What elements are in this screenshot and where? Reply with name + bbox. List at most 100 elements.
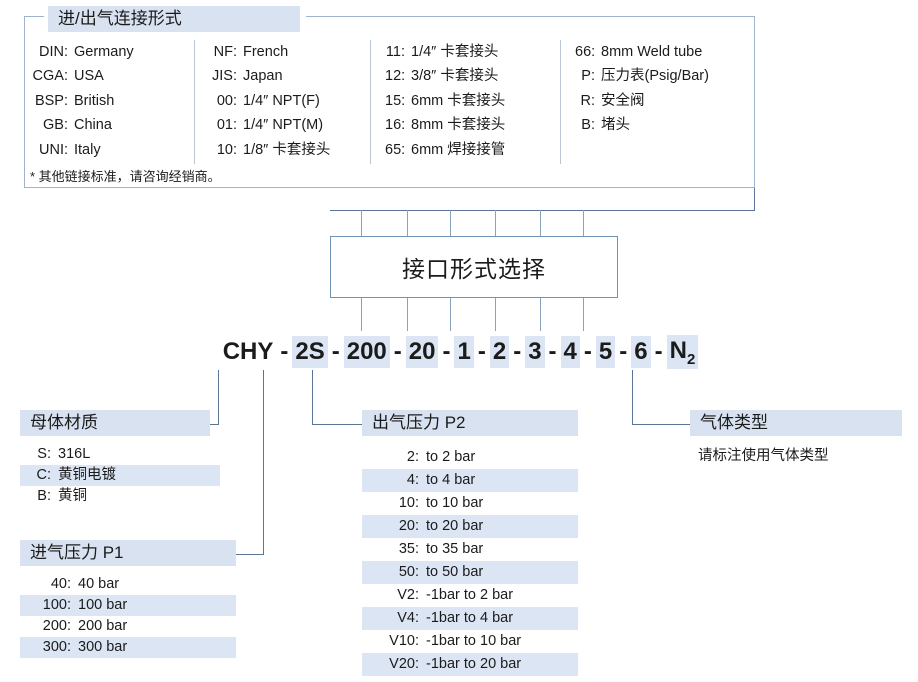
connection-item: 01: 1/4″ NPT(M) bbox=[209, 113, 370, 137]
connection-type-columns: DIN: Germany CGA: USA BSP: British GB: C… bbox=[30, 40, 746, 164]
option-key: 20: bbox=[398, 518, 419, 534]
connection-item-key: 11: bbox=[385, 44, 405, 60]
code-segment-series: CHY bbox=[222, 338, 274, 365]
connection-item: 66: 8mm Weld tube bbox=[575, 40, 746, 64]
option-key: 100: bbox=[42, 597, 71, 613]
connection-item: R: 安全阀 bbox=[575, 89, 746, 113]
option-row: 40: 40 bar bbox=[20, 574, 236, 595]
connection-footnote: * 其他链接标准，请咨询经销商。 bbox=[30, 169, 221, 184]
connection-column-ferrule: 11: 1/4″ 卡套接头 12: 3/8″ 卡套接头 15: 6mm 卡套接头… bbox=[370, 40, 560, 164]
connection-item-key: R: bbox=[580, 92, 596, 109]
connection-item-key: 10: bbox=[216, 141, 237, 158]
option-value: to 50 bar bbox=[426, 564, 484, 580]
connection-item-key: NF: bbox=[213, 44, 237, 60]
connector-sel-drop-6 bbox=[583, 298, 584, 331]
connection-item-key: BSP: bbox=[34, 92, 68, 109]
option-value: -1bar to 20 bar bbox=[426, 656, 522, 672]
option-value: -1bar to 2 bar bbox=[426, 587, 514, 603]
connection-item-value: 1/4″ NPT(M) bbox=[243, 117, 324, 134]
code-dash: - bbox=[583, 338, 592, 365]
connector-bus-horizontal-top bbox=[330, 210, 755, 211]
interface-type-selector-label: 接口形式选择 bbox=[402, 256, 546, 282]
connector-outlet-vertical bbox=[312, 370, 313, 424]
option-row: 35: to 35 bar bbox=[362, 538, 578, 561]
connection-item-key: 00: bbox=[216, 92, 237, 109]
connector-outlet-horizontal bbox=[312, 424, 364, 425]
gas-type-title: 气体类型 bbox=[690, 410, 902, 436]
connection-item-key: B: bbox=[581, 117, 595, 134]
connection-item: P: 压力表(Psig/Bar) bbox=[575, 64, 746, 88]
option-value: to 2 bar bbox=[426, 449, 476, 465]
option-value: 40 bar bbox=[78, 576, 120, 592]
option-value: -1bar to 4 bar bbox=[426, 610, 514, 626]
code-segment-port-2: 2 bbox=[489, 336, 510, 368]
connection-item: DIN: Germany bbox=[30, 40, 194, 64]
connection-item-value: 6mm 焊接接管 bbox=[411, 141, 506, 158]
code-segment-port-1: 1 bbox=[454, 336, 474, 368]
code-dash: - bbox=[280, 338, 289, 365]
connection-item-value: British bbox=[74, 92, 115, 109]
connector-sel-drop-1 bbox=[361, 298, 362, 331]
code-segment-gas-base: N bbox=[669, 336, 687, 364]
connector-bus-drop-3 bbox=[450, 210, 451, 236]
option-row: 100: 100 bar bbox=[20, 595, 236, 616]
code-dash: - bbox=[393, 338, 402, 365]
option-key: V10: bbox=[389, 633, 419, 649]
connector-inlet-horizontal bbox=[234, 554, 264, 555]
connector-sel-drop-2 bbox=[407, 298, 408, 331]
inlet-pressure-options: 40: 40 bar 100: 100 bar 200: 200 bar 300… bbox=[20, 574, 236, 658]
model-code-line: CHY - 2S - 200 - 20 - 1 - 2 - 3 - 4 - 5 … bbox=[0, 334, 918, 370]
connection-item-value: 8mm 卡套接头 bbox=[411, 117, 506, 134]
option-value: to 10 bar bbox=[426, 495, 484, 511]
connector-inlet-vertical bbox=[263, 370, 264, 554]
code-dash: - bbox=[477, 338, 486, 365]
outlet-pressure-title: 出气压力 P2 bbox=[362, 410, 578, 436]
code-segment-port-5: 5 bbox=[595, 336, 616, 368]
connection-column-accessories: 66: 8mm Weld tube P: 压力表(Psig/Bar) R: 安全… bbox=[560, 40, 746, 164]
connection-item-value: French bbox=[243, 44, 289, 60]
code-dash: - bbox=[619, 338, 628, 365]
connection-item-value: 1/8″ 卡套接头 bbox=[243, 141, 331, 158]
code-dash: - bbox=[548, 338, 557, 365]
option-key: 200: bbox=[42, 618, 71, 634]
option-row: S: 316L bbox=[20, 444, 220, 465]
connection-item-value: 6mm 卡套接头 bbox=[411, 92, 506, 109]
option-row: V10: -1bar to 10 bar bbox=[362, 630, 578, 653]
option-row: V2: -1bar to 2 bar bbox=[362, 584, 578, 607]
option-value: 300 bar bbox=[78, 639, 128, 655]
connection-item-value: Japan bbox=[243, 68, 283, 85]
connection-item-key: 12: bbox=[385, 68, 406, 85]
connection-item-value: 安全阀 bbox=[601, 92, 645, 109]
connection-item: UNI: Italy bbox=[30, 138, 194, 162]
option-value: 100 bar bbox=[78, 597, 128, 613]
connection-item-value: 压力表(Psig/Bar) bbox=[601, 68, 709, 85]
connection-item-key: CGA: bbox=[32, 68, 68, 85]
option-key: 10: bbox=[398, 495, 419, 511]
connection-column-threads: NF: French JIS: Japan 00: 1/4″ NPT(F) 01… bbox=[194, 40, 370, 164]
connector-bus-drop-6 bbox=[583, 210, 584, 236]
connector-sel-drop-4 bbox=[495, 298, 496, 331]
option-key: 50: bbox=[398, 564, 419, 580]
connection-item: NF: French bbox=[209, 40, 370, 64]
option-key: 4: bbox=[406, 472, 419, 488]
code-segment-outlet: 20 bbox=[405, 336, 439, 368]
option-value: 黄铜电镀 bbox=[58, 467, 116, 483]
option-value: 316L bbox=[58, 446, 91, 462]
option-key: V2: bbox=[397, 587, 419, 603]
interface-type-selector-box: 接口形式选择 bbox=[330, 236, 618, 298]
gas-type-note: 请标注使用气体类型 bbox=[698, 448, 829, 464]
option-value: -1bar to 10 bar bbox=[426, 633, 522, 649]
connection-item: 11: 1/4″ 卡套接头 bbox=[385, 40, 560, 64]
connection-item-value: 1/4″ NPT(F) bbox=[243, 92, 320, 109]
connection-item-key: UNI: bbox=[39, 141, 68, 158]
connection-item: JIS: Japan bbox=[209, 64, 370, 88]
option-row: C: 黄铜电镀 bbox=[20, 465, 220, 486]
code-segment-port-6: 6 bbox=[631, 336, 651, 368]
connector-gas-vertical bbox=[632, 370, 633, 424]
connector-conn-to-bus-vertical bbox=[754, 188, 755, 210]
connector-bus-drop-5 bbox=[540, 210, 541, 236]
connector-sel-drop-5 bbox=[540, 298, 541, 331]
option-key: V4: bbox=[397, 610, 419, 626]
connection-type-box bbox=[24, 16, 755, 188]
connection-item: BSP: British bbox=[30, 89, 194, 113]
